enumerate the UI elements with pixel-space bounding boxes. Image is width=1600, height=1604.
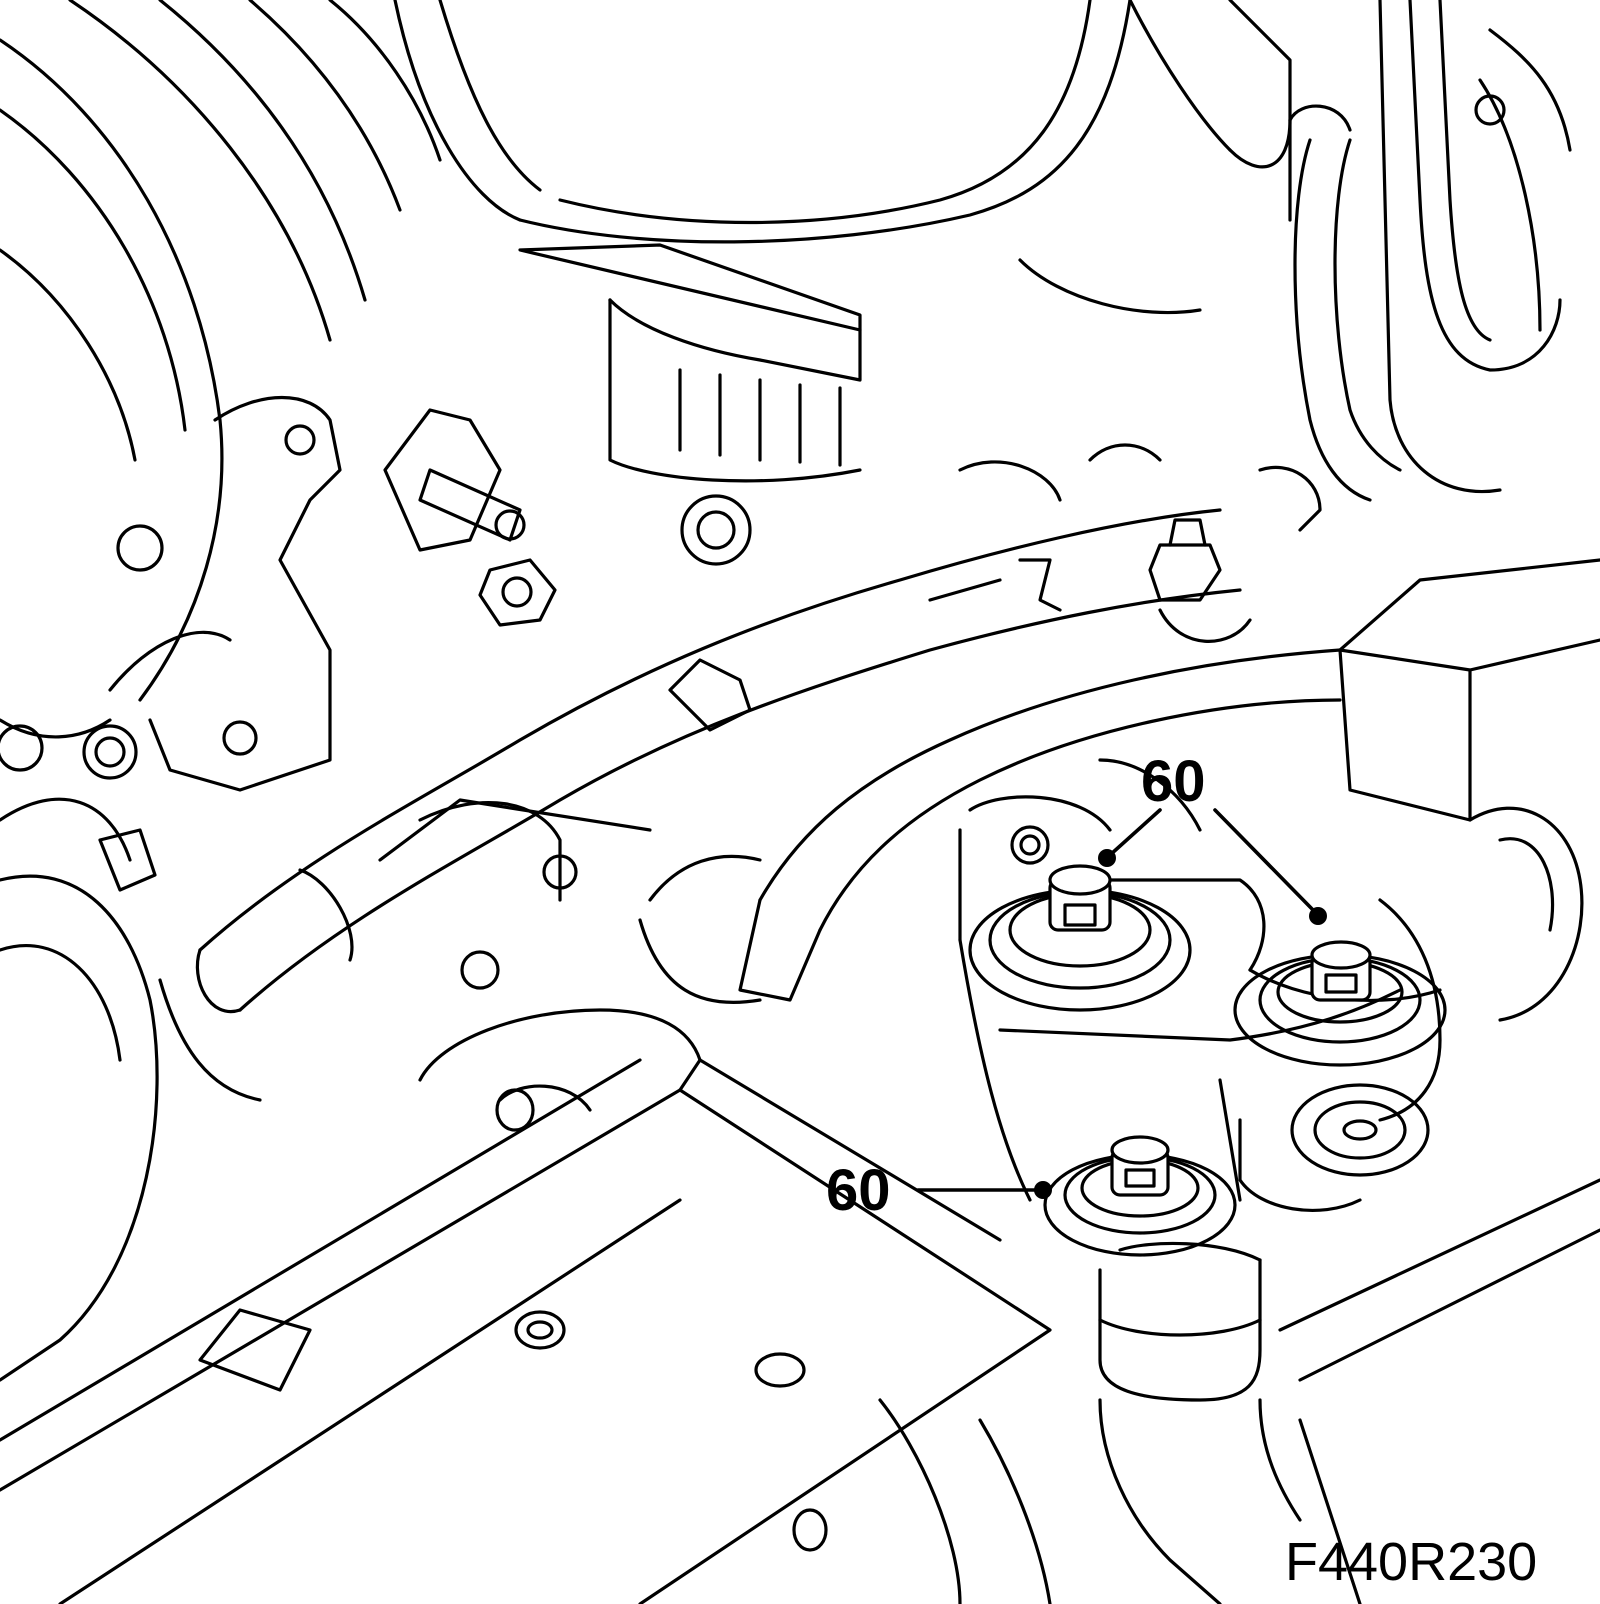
lower-left-brackets (158, 798, 702, 1132)
round-port (1290, 1083, 1430, 1177)
harness-studs (958, 443, 1322, 643)
left-mount-bracket (108, 395, 557, 792)
center-bracket (608, 298, 862, 566)
lower-frame-rail (0, 1058, 1600, 1604)
bolt-right (1233, 940, 1447, 1067)
wiring-harness (195, 508, 1242, 1014)
torque-callout-lower: 60 (826, 1158, 891, 1223)
figure-id: F440R230 (1285, 1532, 1537, 1592)
right-hose (638, 648, 1342, 1004)
torque-callout-upper: 60 (1141, 749, 1206, 814)
upper-left-housing (0, 0, 442, 739)
bottom-hose (1098, 1241, 1302, 1604)
callout-leaders (916, 808, 1327, 1199)
valve-housing (958, 758, 1442, 1212)
right-block (1338, 558, 1600, 1022)
bolt-upper-left (968, 864, 1192, 1012)
top-center-cylinder (393, 0, 1292, 332)
right-upper-hoses (1288, 0, 1572, 502)
bolt-lower (1043, 1135, 1237, 1257)
left-lower-parts (0, 724, 159, 1382)
